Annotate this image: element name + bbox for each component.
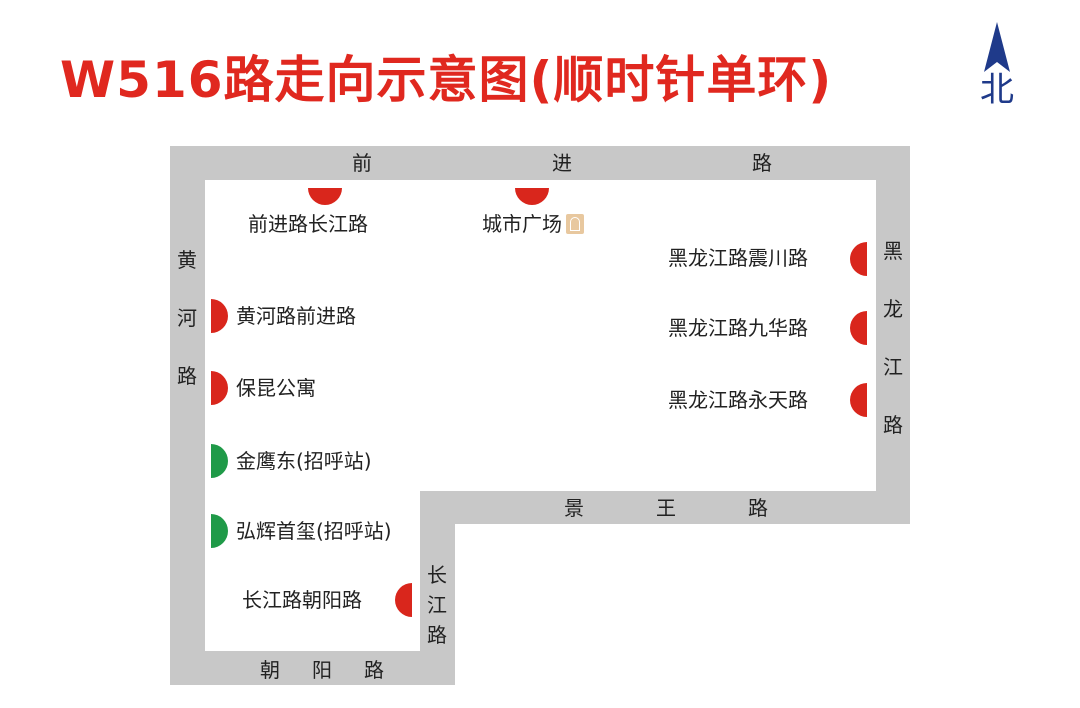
stop-marker-flag (211, 444, 228, 478)
road-label-top: 路 (752, 151, 772, 175)
stop-marker (850, 311, 867, 345)
stop-label: 城市广场 (482, 213, 584, 235)
stop-label: 弘辉首玺(招呼站) (236, 519, 392, 543)
stop-marker (211, 299, 228, 333)
stop-label: 前进路长江路 (248, 212, 368, 236)
stop-marker (850, 383, 867, 417)
stop-marker-flag (211, 514, 228, 548)
stop-label: 黑龙江路震川路 (668, 246, 808, 270)
route-interior (205, 180, 876, 651)
page-title: W516路走向示意图(顺时针单环) (60, 51, 833, 109)
road-label-bottom: 阳 (312, 658, 332, 682)
road-label-changjiang: 长江路 (427, 563, 447, 647)
road-label-middle: 路 (748, 496, 768, 520)
stop-marker (515, 188, 549, 205)
road-label-top: 进 (552, 151, 572, 175)
stop-label: 黑龙江路永天路 (668, 388, 808, 412)
stop-label: 金鹰东(招呼站) (236, 449, 372, 473)
compass: 北 (975, 22, 1019, 108)
stop-marker (395, 583, 412, 617)
compass-label: 北 (980, 70, 1014, 110)
road-label-left: 黄河路 (177, 248, 197, 388)
stop-label: 长江路朝阳路 (242, 588, 362, 612)
metro-icon (566, 214, 584, 234)
stop-marker (850, 242, 867, 276)
road-label-bottom: 路 (364, 658, 384, 682)
stop-marker (211, 371, 228, 405)
road-label-middle: 景 (564, 496, 584, 520)
road-label-right: 黑龙江路 (883, 239, 903, 437)
road-label-middle: 王 (656, 496, 676, 520)
north-arrow-icon (984, 22, 1010, 72)
road-label-top: 前 (352, 151, 372, 175)
stop-label: 保昆公寓 (236, 376, 316, 400)
road-label-bottom: 朝 (260, 658, 280, 682)
stop-marker (308, 188, 342, 205)
stop-label: 黄河路前进路 (236, 304, 356, 328)
stop-label: 黑龙江路九华路 (668, 316, 808, 340)
